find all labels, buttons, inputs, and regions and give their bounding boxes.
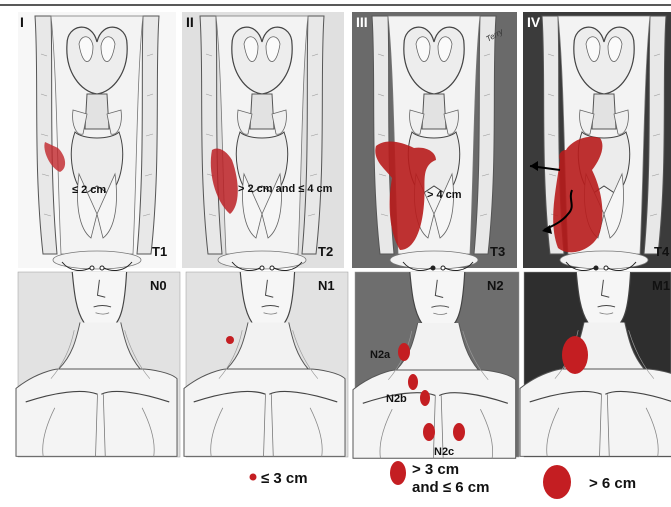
legend-small-node-icon	[250, 474, 257, 481]
tumor-t4	[553, 137, 602, 253]
legend-medium-line2: and ≤ 6 cm	[412, 479, 489, 496]
node-n2c-2	[453, 423, 465, 441]
stage-iv-label: IV	[527, 14, 541, 30]
t1-label: T1	[152, 244, 167, 259]
n1-label: N1	[318, 278, 335, 293]
node-n2b-2	[420, 390, 430, 406]
legend-medium-node-icon	[390, 461, 406, 485]
n0-label: N0	[150, 278, 167, 293]
panel-stage-iv: IV T4	[523, 12, 671, 269]
panel-n0: N0	[16, 272, 180, 457]
m1-label: M1	[652, 278, 670, 293]
panel-stage-i: I ≤ 2 cm T1	[17, 12, 177, 269]
panel-n1: N1	[184, 272, 348, 457]
n2b-label: N2b	[386, 393, 407, 405]
n2c-label: N2c	[434, 446, 454, 458]
legend-large-text: > 6 cm	[589, 475, 636, 492]
size-label-t3: > 4 cm	[427, 189, 462, 201]
legend-medium-line1: > 3 cm	[412, 461, 459, 478]
node-n1	[226, 336, 234, 344]
legend: ≤ 3 cm > 3 cm and ≤ 6 cm > 6 cm	[250, 461, 637, 499]
legend-large-node-icon	[543, 465, 571, 499]
stage-iii-label: III	[356, 14, 368, 30]
t2-label: T2	[318, 244, 333, 259]
panel-m1: M1	[520, 272, 671, 457]
t4-label: T4	[654, 244, 670, 259]
t3-label: T3	[490, 244, 505, 259]
panel-stage-iii: III > 4 cm Terry T3	[352, 12, 517, 269]
n2a-label: N2a	[370, 349, 391, 361]
stage-ii-label: II	[186, 14, 194, 30]
legend-small-text: ≤ 3 cm	[261, 470, 308, 487]
size-label-t2: > 2 cm and ≤ 4 cm	[238, 183, 333, 195]
node-n2b-1	[408, 374, 418, 390]
size-label-t1: ≤ 2 cm	[72, 184, 106, 196]
node-n2c-1	[423, 423, 435, 441]
node-m1	[562, 336, 588, 374]
stage-i-label: I	[20, 14, 24, 30]
panel-n2: N2a N2b N2c N2	[353, 272, 519, 458]
n2-label: N2	[487, 278, 504, 293]
node-n2a	[398, 343, 410, 361]
panel-stage-ii: II > 2 cm and ≤ 4 cm T2	[182, 12, 344, 269]
